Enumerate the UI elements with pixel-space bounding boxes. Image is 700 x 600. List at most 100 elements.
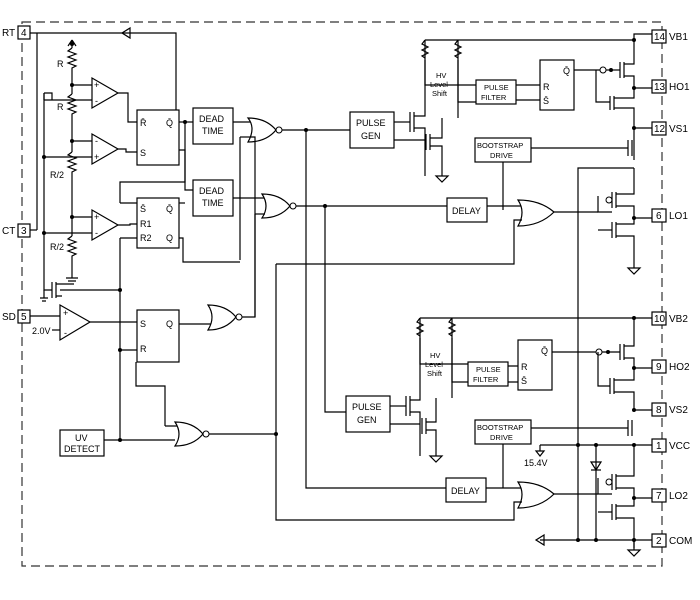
svg-text:HO2: HO2 — [669, 362, 690, 373]
svg-text:BOOTSTRAP: BOOTSTRAP — [477, 423, 523, 432]
svg-text:PULSE: PULSE — [352, 402, 382, 412]
pin-vs2: 8 VS2 — [651, 402, 688, 417]
svg-text:COM: COM — [669, 536, 692, 547]
svg-text:6: 6 — [656, 211, 662, 222]
svg-text:R: R — [57, 59, 64, 69]
ground-icon — [66, 277, 78, 285]
svg-text:R1: R1 — [140, 219, 152, 229]
svg-text:VB1: VB1 — [669, 32, 688, 43]
ho2-output-stage — [609, 318, 635, 410]
ho1-output-stage — [609, 40, 635, 128]
svg-text:R: R — [140, 344, 147, 354]
svg-text:PULSE: PULSE — [476, 365, 501, 374]
svg-text:VS1: VS1 — [669, 124, 688, 135]
svg-text:-: - — [95, 136, 98, 146]
pulse-gen-2: PULSE GEN — [345, 395, 391, 433]
flip-flop-3: S Q R — [136, 309, 180, 363]
svg-text:+: + — [94, 80, 99, 90]
svg-text:Q̄: Q̄ — [166, 204, 173, 214]
svg-text:UV: UV — [75, 433, 88, 443]
svg-text:Q: Q — [166, 319, 173, 329]
svg-text:R̄: R̄ — [140, 118, 147, 128]
svg-text:HV: HV — [436, 71, 446, 80]
delay-1: DELAY — [446, 197, 488, 223]
com-arrow-icon — [534, 533, 545, 547]
flip-flop-2: S̄ Q̄ R1 R2 Q — [136, 197, 180, 249]
vcc-arrow-icon — [534, 450, 546, 457]
nor-gate-2 — [260, 193, 297, 219]
pin-lo2: 7 LO2 — [651, 488, 688, 503]
svg-text:8: 8 — [656, 405, 662, 416]
svg-text:LO2: LO2 — [669, 491, 688, 502]
pulse-gen-1: PULSE GEN — [349, 111, 395, 149]
pin-rt: RT 4 — [2, 25, 31, 40]
svg-text:HV: HV — [430, 351, 440, 360]
svg-text:PULSE: PULSE — [484, 83, 509, 92]
svg-text:3: 3 — [21, 226, 27, 237]
svg-text:14: 14 — [654, 32, 666, 43]
svg-text:-: - — [64, 328, 67, 338]
svg-text:2: 2 — [656, 536, 662, 547]
svg-text:BOOTSTRAP: BOOTSTRAP — [477, 141, 523, 150]
svg-text:R/2: R/2 — [50, 170, 64, 180]
hs-latch-2: Q̄ R S̄ — [517, 339, 553, 391]
svg-text:12: 12 — [654, 124, 666, 135]
svg-text:Q: Q — [166, 233, 173, 243]
pin-vs1: 12 VS1 — [651, 121, 688, 136]
sd-comparator: + - — [59, 303, 92, 342]
svg-text:5: 5 — [21, 312, 27, 323]
svg-text:1: 1 — [656, 441, 662, 452]
svg-text:PULSE: PULSE — [356, 118, 386, 128]
svg-text:DELAY: DELAY — [452, 206, 481, 216]
pulse-filter-2: PULSE FILTER — [467, 361, 509, 387]
svg-text:VCC: VCC — [669, 441, 690, 452]
dead-time-2: DEAD TIME — [192, 179, 234, 217]
svg-text:DEAD: DEAD — [199, 114, 225, 124]
svg-text:SD: SD — [2, 312, 16, 323]
svg-text:Shift: Shift — [432, 89, 448, 98]
svg-text:DRIVE: DRIVE — [490, 433, 513, 442]
pin-vb1: 14 VB1 — [651, 29, 688, 44]
pin-ct: CT 3 — [2, 223, 31, 238]
nor-gate-4 — [173, 421, 210, 447]
pin-ho2: 9 HO2 — [651, 359, 690, 374]
svg-text:GEN: GEN — [357, 415, 377, 425]
svg-text:Q̄: Q̄ — [541, 346, 548, 356]
svg-text:9: 9 — [656, 362, 662, 373]
comparator-3: + - — [91, 208, 120, 242]
lo2-output-stage — [597, 445, 635, 548]
svg-text:+: + — [94, 152, 99, 162]
hs-latch-1: Q̄ R S̄ — [539, 59, 575, 111]
lo1-output-stage — [597, 168, 635, 268]
svg-text:-: - — [95, 96, 98, 106]
flip-flop-1: R̄ Q̄ S — [136, 109, 180, 166]
or-gate-1 — [516, 199, 555, 227]
svg-text:S: S — [140, 319, 146, 329]
hv-level-shift-2: HV Level Shift — [405, 318, 443, 456]
resistor-divider: R R R/2 R/2 — [50, 40, 78, 278]
nor-gate-1 — [246, 117, 283, 143]
dead-time-1: DEAD TIME — [192, 107, 234, 145]
svg-text:R: R — [521, 362, 528, 372]
svg-text:GEN: GEN — [361, 131, 381, 141]
svg-text:10: 10 — [654, 314, 666, 325]
svg-text:R2: R2 — [140, 233, 152, 243]
svg-text:S̄: S̄ — [521, 376, 527, 386]
bootstrap-drive-2: BOOTSTRAP DRIVE — [474, 419, 532, 445]
svg-text:RT: RT — [2, 28, 15, 39]
svg-text:HO1: HO1 — [669, 82, 690, 93]
hv-level-shift-1: HV Level Shift — [409, 40, 448, 176]
svg-text:+: + — [63, 308, 68, 318]
svg-text:TIME: TIME — [202, 126, 224, 136]
pin-lo1: 6 LO1 — [651, 208, 688, 223]
svg-text:DEAD: DEAD — [199, 186, 225, 196]
ic-boundary — [21, 21, 663, 567]
svg-text:S̄: S̄ — [140, 204, 146, 214]
svg-text:VB2: VB2 — [669, 314, 688, 325]
svg-text:TIME: TIME — [202, 198, 224, 208]
svg-text:S: S — [140, 148, 146, 158]
svg-text:Q̄: Q̄ — [563, 66, 570, 76]
or-gate-2 — [516, 481, 555, 509]
svg-text:VS2: VS2 — [669, 405, 688, 416]
